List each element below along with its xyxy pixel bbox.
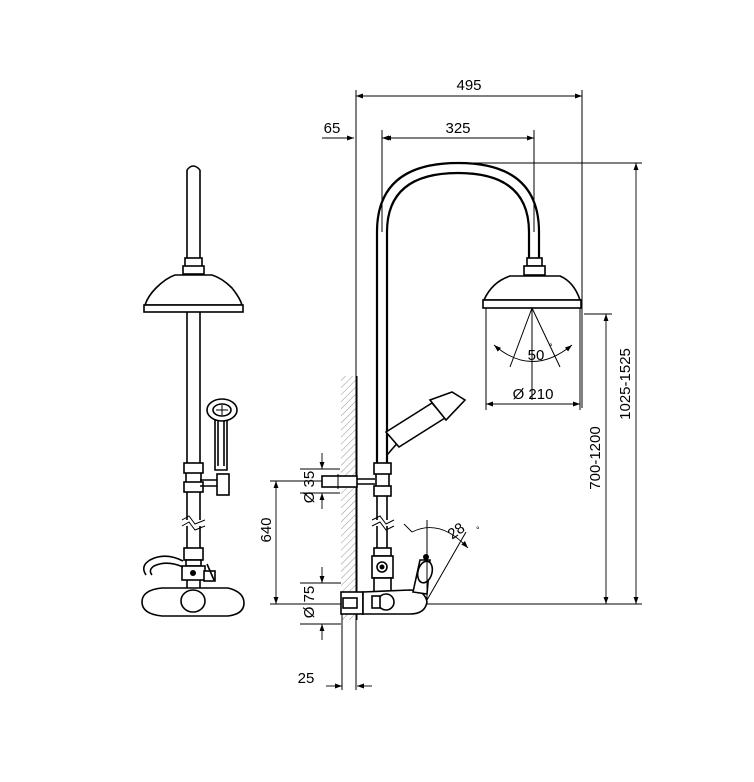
label-65: 65 [324,120,341,137]
label-25: 25 [298,670,315,687]
label-700-1200: 700-1200 [587,426,604,489]
handle-angle-degree: ° [476,525,480,535]
side-view [321,136,582,690]
side-shower-head [482,275,582,410]
front-view [141,165,245,617]
label-head-angle: 50 [528,347,545,364]
dimension-lines [270,90,642,689]
front-hand-shower [200,398,238,496]
dimension-labels: 495 65 325 1025-1525 700-1200 Ø 210 50 °… [258,77,634,687]
label-640: 640 [258,517,275,542]
label-1025-1525: 1025-1525 [617,348,634,420]
wall-hatch [341,376,357,620]
label-support-diameter: Ø 35 [301,471,318,504]
side-mixer [340,520,469,615]
head-angle-degree: ° [549,342,553,352]
side-hand-shower [384,391,467,456]
front-mixer-body [141,563,245,617]
label-head-diameter: Ø 210 [513,386,554,403]
front-shower-head [143,274,244,313]
wall-support-clamp [321,462,392,497]
label-495: 495 [456,77,481,94]
label-325: 325 [445,120,470,137]
label-mixer-diameter: Ø 75 [301,586,318,619]
label-handle-angle: 28 [445,520,468,543]
